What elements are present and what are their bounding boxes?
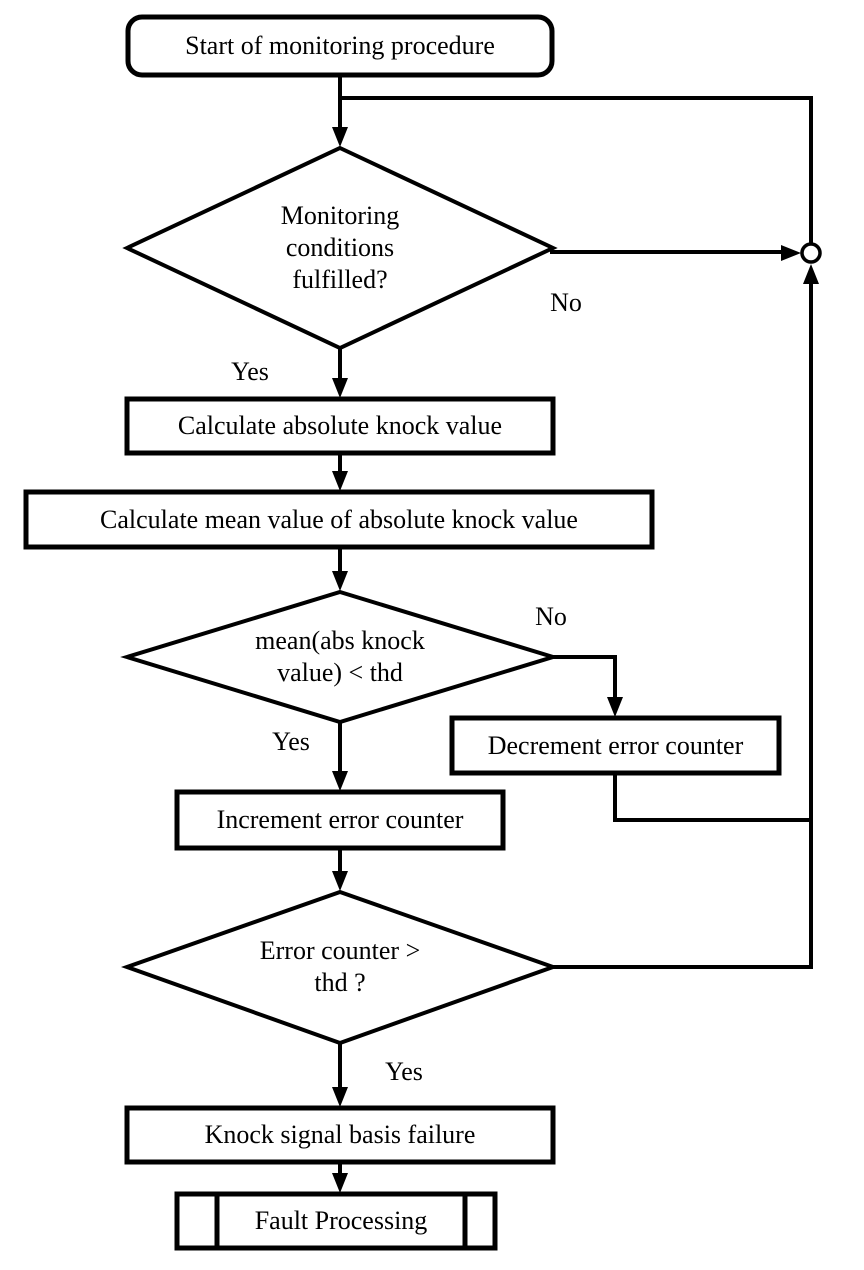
arrowheads <box>332 127 819 1193</box>
node-failure-shape <box>124 1105 556 1165</box>
edge-error-counter-no <box>553 280 813 969</box>
predefined-process-bars <box>214 1194 468 1248</box>
node-start-shape <box>125 14 555 78</box>
edge-loop-return <box>340 96 813 244</box>
node-calculate-absolute-shape <box>124 396 556 456</box>
node-mean-threshold-shape <box>120 589 560 725</box>
arrowhead-into-junction-left <box>781 245 801 261</box>
node-decrement-shape <box>449 715 782 776</box>
arrowhead-into-failure <box>332 1087 348 1107</box>
edge-decrement-out <box>613 773 811 822</box>
node-error-counter-shape <box>121 889 559 1046</box>
arrowhead-into-fault-processing <box>332 1173 348 1193</box>
arrowhead-into-error-decision <box>332 871 348 891</box>
arrowhead-into-decrement <box>607 697 623 717</box>
arrowhead-into-calc-abs <box>332 378 348 398</box>
arrowhead-into-junction-up <box>803 264 819 284</box>
node-fault-processing-shape <box>174 1191 498 1251</box>
connector-lines <box>338 75 813 1177</box>
node-shapes <box>23 14 822 1251</box>
arrowhead-into-increment <box>332 771 348 791</box>
arrowhead-into-monitoring <box>332 127 348 147</box>
arrowhead-into-calc-mean <box>332 471 348 491</box>
node-calculate-mean-shape <box>23 489 655 550</box>
node-increment-shape <box>174 789 506 851</box>
edge-mean-no <box>553 655 617 701</box>
arrowhead-into-mean-decision <box>332 571 348 591</box>
junction-circle <box>800 242 822 264</box>
node-monitoring-conditions-shape <box>122 145 558 351</box>
